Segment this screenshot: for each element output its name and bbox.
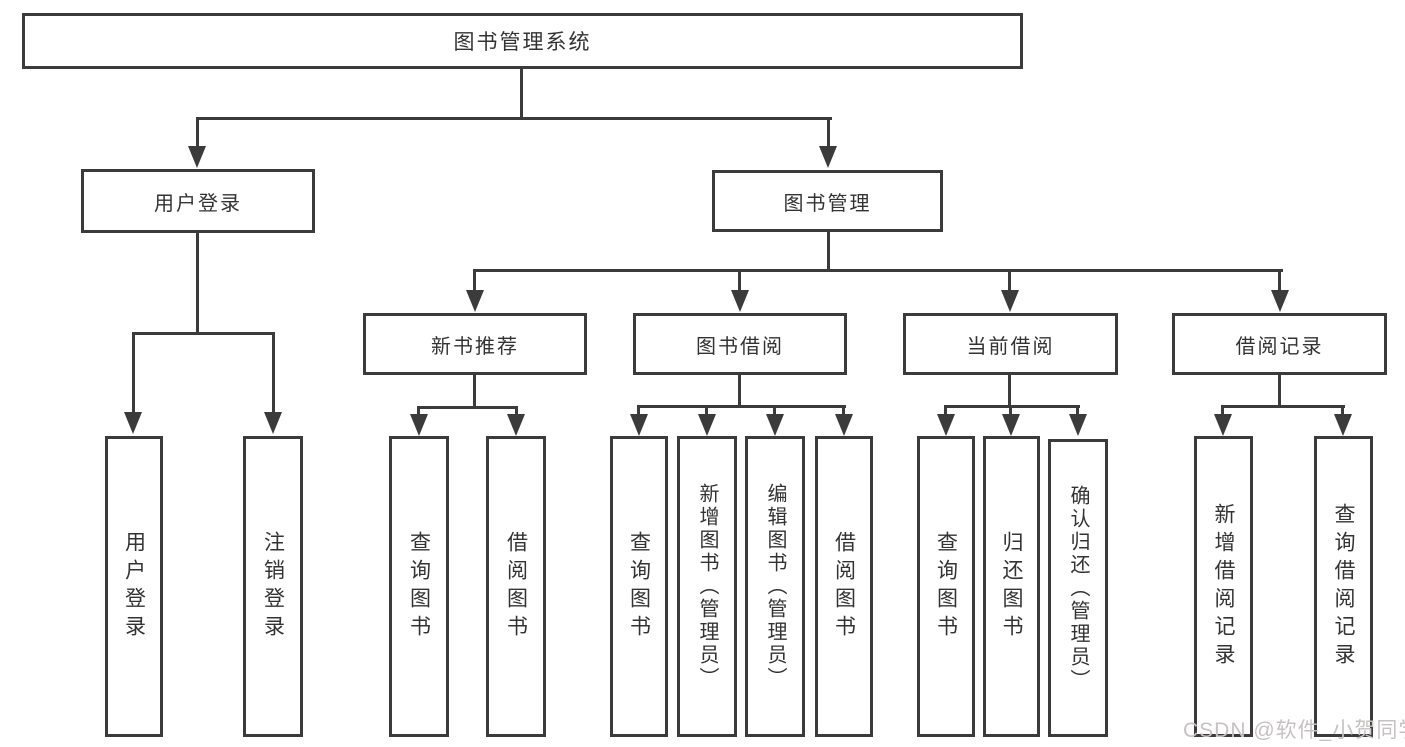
node-label: 用户登录	[154, 192, 242, 215]
connector-book-crossbar	[473, 269, 1283, 272]
leaf-user-login: 用户登录	[105, 436, 163, 737]
leaf-label: 新增图书（管理员）	[696, 483, 718, 690]
node-label: 借阅记录	[1235, 335, 1324, 358]
connector-group1-stem	[473, 375, 476, 409]
leaf-label: 用户登录	[122, 530, 146, 643]
watermark: CSDN @软件_小贺同学	[1183, 719, 1405, 742]
leaf-label: 新增借阅记录	[1212, 502, 1235, 671]
connector-group1-drop	[515, 406, 518, 416]
connector-root-crossbar	[196, 117, 832, 120]
node-book-borrowing: 图书借阅	[633, 313, 847, 375]
leaf-cb-confirm-return-admin: 确认归还（管理员）	[1048, 439, 1108, 737]
arrowhead-down-icon	[835, 414, 853, 436]
connector-book-stem	[827, 232, 830, 272]
connector-to-borrow-records	[1278, 269, 1281, 292]
arrowhead-down-icon	[124, 412, 142, 434]
connector-group4-stem	[1278, 375, 1281, 408]
connector-group2-crossbar	[637, 405, 846, 408]
leaf-cb-query-books: 查询图书	[917, 436, 975, 737]
connector-group3-drop	[1076, 405, 1079, 416]
node-user-login-branch: 用户登录	[81, 169, 315, 233]
connector-group1-crossbar	[417, 406, 518, 409]
connector-group3-drop	[1009, 405, 1012, 416]
leaf-br-query-borrow-record: 查询借阅记录	[1314, 436, 1373, 737]
arrowhead-down-icon	[466, 290, 484, 312]
connector-group1-drop	[417, 406, 420, 416]
arrowhead-down-icon	[819, 146, 837, 168]
node-label: 图书管理	[783, 192, 872, 215]
leaf-label: 查询图书	[627, 530, 651, 643]
connector-to-current-borrow	[1008, 269, 1011, 292]
leaf-br-add-borrow-record: 新增借阅记录	[1194, 436, 1253, 737]
leaf-label: 查询借阅记录	[1332, 502, 1355, 671]
arrowhead-down-icon	[1214, 414, 1232, 436]
arrowhead-down-icon	[937, 414, 955, 436]
connector-group4-crossbar	[1221, 405, 1345, 408]
connector-group3-crossbar	[944, 405, 1080, 408]
node-label: 新书推荐	[431, 335, 519, 358]
node-label: 图书管理系统	[453, 31, 592, 54]
leaf-bb-query-books: 查询图书	[610, 436, 668, 737]
arrowhead-down-icon	[410, 414, 428, 436]
connector-root-stem	[520, 69, 523, 117]
leaf-label: 查询图书	[407, 530, 431, 643]
connector-user-crossbar	[132, 332, 275, 335]
leaf-label: 归还图书	[1000, 530, 1023, 643]
arrowhead-down-icon	[1001, 290, 1019, 312]
leaf-nbr-borrow-books: 借阅图书	[486, 436, 546, 737]
connector-to-book-management	[827, 117, 830, 149]
connector-group4-drop	[1341, 405, 1344, 416]
node-borrowing-records: 借阅记录	[1172, 313, 1387, 375]
connector-to-leaf-logout	[272, 332, 275, 414]
arrowhead-down-icon	[698, 414, 716, 436]
connector-to-book-borrow	[738, 269, 741, 292]
node-label: 图书借阅	[696, 335, 784, 358]
leaf-label: 注销登录	[261, 530, 285, 643]
connector-group3-drop	[944, 405, 947, 416]
leaf-label: 借阅图书	[504, 530, 528, 643]
connector-group3-stem	[1008, 375, 1011, 408]
arrowhead-down-icon	[507, 414, 525, 436]
leaf-logout: 注销登录	[243, 436, 303, 737]
connector-group2-drop	[773, 405, 776, 416]
leaf-label: 查询图书	[934, 530, 958, 643]
arrowhead-down-icon	[264, 412, 282, 434]
node-library-management-system: 图书管理系统	[22, 13, 1023, 69]
arrowhead-down-icon	[1002, 414, 1020, 436]
connector-group2-stem	[738, 375, 741, 408]
leaf-cb-return-books: 归还图书	[983, 436, 1040, 737]
arrowhead-down-icon	[1271, 290, 1289, 312]
node-new-book-recommend: 新书推荐	[363, 313, 587, 375]
arrowhead-down-icon	[766, 414, 784, 436]
connector-user-stem	[196, 233, 199, 335]
leaf-label: 编辑图书（管理员）	[764, 483, 786, 690]
leaf-bb-edit-books-admin: 编辑图书（管理员）	[745, 436, 805, 737]
leaf-label: 确认归还（管理员）	[1067, 484, 1089, 692]
leaf-bb-borrow-books: 借阅图书	[815, 436, 873, 737]
arrowhead-down-icon	[1334, 414, 1352, 436]
arrowhead-down-icon	[731, 290, 749, 312]
arrowhead-down-icon	[188, 146, 206, 168]
arrowhead-down-icon	[630, 414, 648, 436]
leaf-bb-add-books-admin: 新增图书（管理员）	[677, 436, 737, 737]
connector-group4-drop	[1221, 405, 1224, 416]
leaf-nbr-query-books: 查询图书	[389, 436, 449, 737]
node-current-borrowing: 当前借阅	[903, 313, 1118, 375]
connector-to-new-book	[473, 269, 476, 292]
node-label: 当前借阅	[966, 335, 1055, 358]
connector-group2-drop	[637, 405, 640, 416]
leaf-label: 借阅图书	[832, 530, 856, 643]
arrowhead-down-icon	[1069, 414, 1087, 436]
connector-to-leaf-user-login	[132, 332, 135, 414]
connector-group2-drop	[705, 405, 708, 416]
connector-to-user-login	[196, 117, 199, 149]
node-book-management-branch: 图书管理	[712, 170, 943, 232]
connector-group2-drop	[842, 405, 845, 416]
